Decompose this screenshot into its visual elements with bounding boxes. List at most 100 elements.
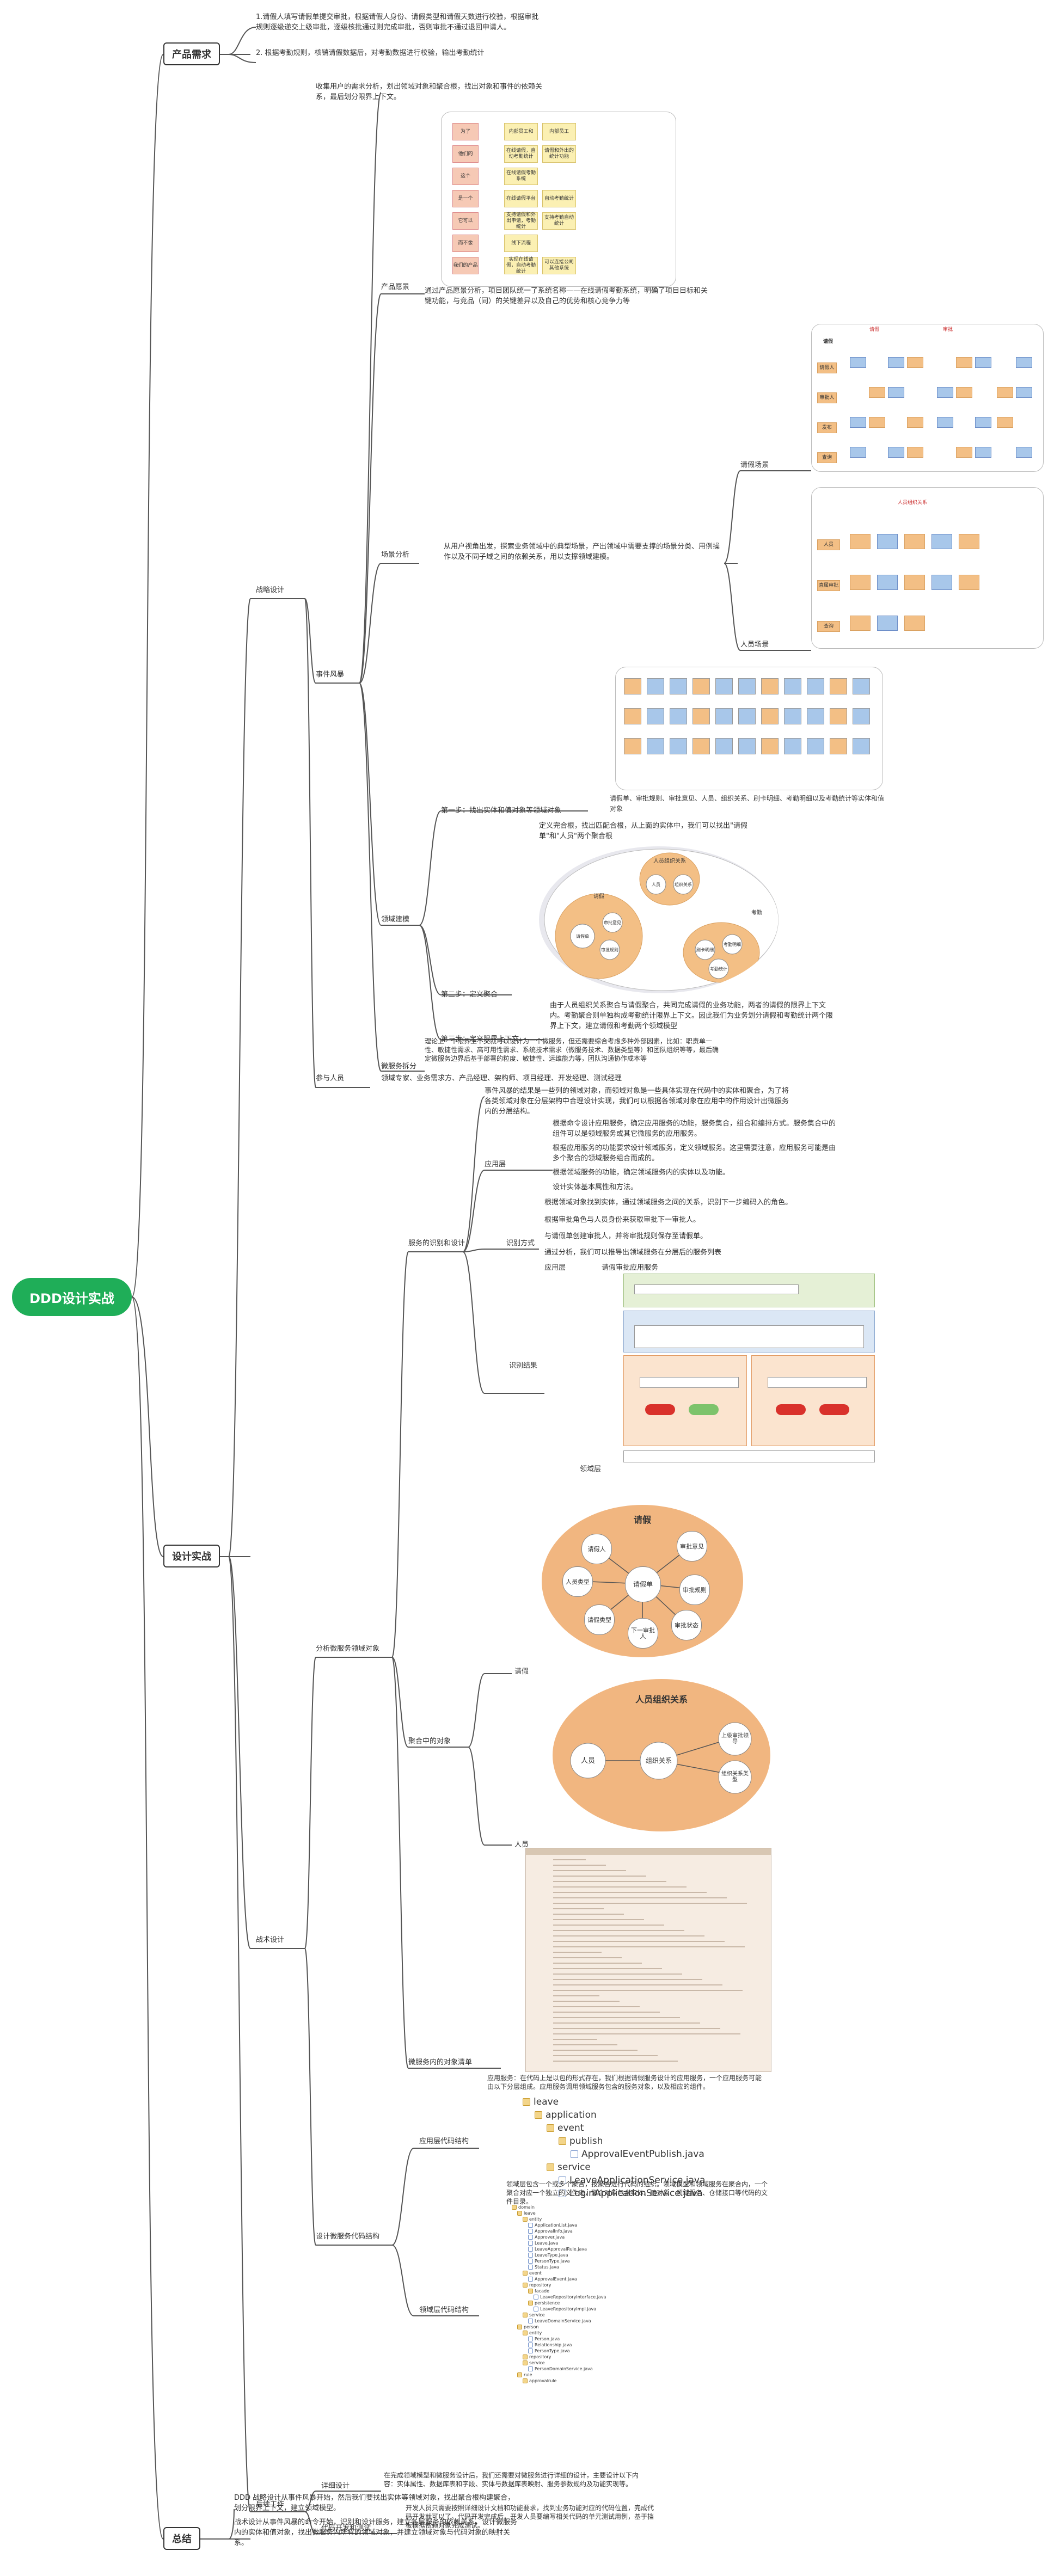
node-person-scenario[interactable]: 人员场景	[740, 641, 769, 649]
node-domain-code[interactable]: 领域层代码结构	[419, 2306, 469, 2314]
agg-att-item-1: 刷卡明细	[696, 947, 714, 952]
node-detail[interactable]: 详细设计	[321, 2482, 350, 2490]
domain-tree-node[interactable]: entity	[523, 2216, 621, 2222]
domain-tree-node[interactable]: LeaveType.java	[528, 2252, 621, 2258]
node-scenario[interactable]: 场景分析	[381, 551, 410, 559]
tree-node[interactable]: event	[547, 2122, 730, 2135]
mapping-row	[553, 1990, 743, 1991]
tree-node[interactable]: leave	[523, 2095, 730, 2108]
domain-tree-node[interactable]: entity	[523, 2330, 621, 2336]
node-design[interactable]: 设计实战	[163, 1545, 220, 1567]
domain-tree-node[interactable]: facade	[528, 2288, 621, 2294]
node-agg-in-micro[interactable]: 聚合中的对象	[408, 1737, 451, 1745]
node-code-test[interactable]: 代码开发和测试	[321, 2524, 371, 2532]
domain-tree-node[interactable]: approvalrule	[523, 2378, 621, 2384]
mapping-row	[553, 2028, 720, 2029]
node-followup[interactable]: 后续工作	[256, 2500, 285, 2509]
tree-node[interactable]: LoginApplicationService.java	[559, 2187, 730, 2200]
agg-leave-item-3: 审批规则	[601, 947, 618, 952]
domain-tree-node[interactable]: PersonType.java	[528, 2348, 621, 2354]
node-product-vision[interactable]: 产品愿景	[381, 283, 410, 291]
entity-cell	[624, 738, 641, 754]
domain-tree-node[interactable]: event	[523, 2270, 621, 2276]
node-app-code[interactable]: 应用层代码结构	[419, 2137, 469, 2145]
domain-tree-node[interactable]: repository	[523, 2282, 621, 2288]
vision-key: 这个	[452, 168, 479, 185]
node-domain-layer[interactable]: 识别方式	[506, 1239, 535, 1247]
node-analyze[interactable]: 分析微服务领域对象	[316, 1645, 380, 1653]
step-3[interactable]: 第三步：定义限界上下文	[441, 1035, 519, 1043]
folder-icon	[523, 2283, 528, 2288]
domain-tree-label: Person.java	[535, 2337, 560, 2341]
domain-tree-node[interactable]: service	[523, 2360, 621, 2366]
domain-tree-node[interactable]: LeaveApprovalRule.java	[528, 2246, 621, 2252]
node-microservice[interactable]: 微服务拆分	[381, 1062, 417, 1071]
step-2[interactable]: 第二步：定义聚合	[441, 991, 498, 999]
person-scenario-cell	[931, 575, 952, 590]
node-code-design[interactable]: 设计微服务代码结构	[316, 2233, 380, 2241]
domain-tree-node[interactable]: PersonType.java	[528, 2258, 621, 2264]
domain-tree-node[interactable]: LeaveDomainService.java	[528, 2318, 621, 2324]
agg-att-item-3: 考勤统计	[710, 966, 727, 972]
mapping-row	[553, 1963, 642, 1964]
step-1[interactable]: 第一步：找出实体和值对象等领域对象	[441, 807, 562, 815]
node-participants[interactable]: 参与人员	[316, 1074, 345, 1083]
leave-scenario-cell	[1016, 387, 1032, 398]
mapping-row	[553, 2033, 740, 2034]
domain-tree-node[interactable]: leave	[517, 2210, 621, 2216]
domain-tree-node[interactable]: Approver.java	[528, 2234, 621, 2240]
domain-tree-label: ApprovalInfo.java	[535, 2229, 573, 2234]
node-leave-scenario[interactable]: 请假场景	[740, 461, 769, 469]
domain-tree-node[interactable]: ApplicationList.java	[528, 2222, 621, 2228]
tree-node[interactable]: service	[547, 2161, 730, 2174]
domain-tree-node[interactable]: LeaveRepositoryImpl.java	[534, 2306, 621, 2312]
domain-tree-label: domain	[518, 2205, 535, 2210]
events-intro: 收集用户的需求分析，划出领域对象和聚合根，找出对象和事件的依赖关系，最后划分限界…	[316, 83, 543, 101]
domain-tree-node[interactable]: domain	[512, 2204, 621, 2210]
tree-node[interactable]: publish	[559, 2135, 730, 2148]
entity-cell	[830, 738, 847, 754]
mapping-row	[553, 2039, 597, 2040]
domain-tree-node[interactable]: Person.java	[528, 2336, 621, 2342]
domain-tree-node[interactable]: person	[517, 2324, 621, 2330]
domain-tree-label: person	[524, 2325, 539, 2329]
agg-leave-title: 请假	[633, 1514, 651, 1525]
node-product[interactable]: 产品需求	[163, 42, 220, 65]
domain-tree-node[interactable]: persistence	[528, 2300, 621, 2306]
entity-cell	[670, 708, 687, 724]
entity-cell	[807, 678, 824, 694]
node-modeling[interactable]: 领域建模	[381, 915, 410, 924]
domain-tree-node[interactable]: Leave.java	[528, 2240, 621, 2246]
domain-tree-node[interactable]: PersonDomainService.java	[528, 2366, 621, 2372]
node-tactical[interactable]: 战术设计	[256, 1936, 285, 1944]
mapping-row	[553, 2006, 640, 2007]
node-design-domain[interactable]: 服务的识别和设计	[408, 1239, 465, 1247]
domain-tree-node[interactable]: rule	[517, 2372, 621, 2378]
node-summary[interactable]: 总结	[163, 2527, 200, 2550]
node-mapping[interactable]: 微服务内的对象清单	[408, 2058, 473, 2067]
domain-tree-node[interactable]: Status.java	[528, 2264, 621, 2270]
leave-scenario-cell	[975, 417, 991, 428]
tree-node[interactable]: ApprovalEventPublish.java	[571, 2148, 730, 2161]
node-domain-result[interactable]: 识别结果	[509, 1362, 538, 1370]
domain-item-1: 根据领域对象找到实体，通过领域服务之间的关系，识别下一步编码入的角色。	[544, 1198, 793, 1207]
node-app-layer[interactable]: 应用层	[485, 1160, 506, 1169]
node-strategic[interactable]: 战略设计	[256, 586, 285, 594]
mapping-row	[553, 2044, 617, 2045]
domain-tree-label: facade	[535, 2289, 550, 2294]
domain-tree-node[interactable]: repository	[523, 2354, 621, 2360]
root-node[interactable]: DDD设计实战	[12, 1278, 132, 1316]
mapping-row	[553, 2001, 620, 2002]
domain-tree-node[interactable]: LeaveRepositoryInterface.java	[534, 2294, 621, 2300]
domain-tree-node[interactable]: Relationship.java	[528, 2342, 621, 2348]
folder-icon	[523, 2331, 528, 2335]
tree-node[interactable]: LeaveApplicationService.java	[559, 2174, 730, 2187]
node-events[interactable]: 事件风暴	[316, 671, 345, 679]
domain-tree-node[interactable]: service	[523, 2312, 621, 2318]
domain-tree-node[interactable]: ApprovalEvent.java	[528, 2276, 621, 2282]
tree-node[interactable]: application	[535, 2108, 730, 2122]
domain-tree-node[interactable]: ApprovalInfo.java	[528, 2228, 621, 2234]
agg-person-scene: 人员	[514, 1841, 529, 1849]
domain-tree-label: LeaveApprovalRule.java	[535, 2247, 587, 2252]
mapping-row	[553, 1870, 626, 1871]
